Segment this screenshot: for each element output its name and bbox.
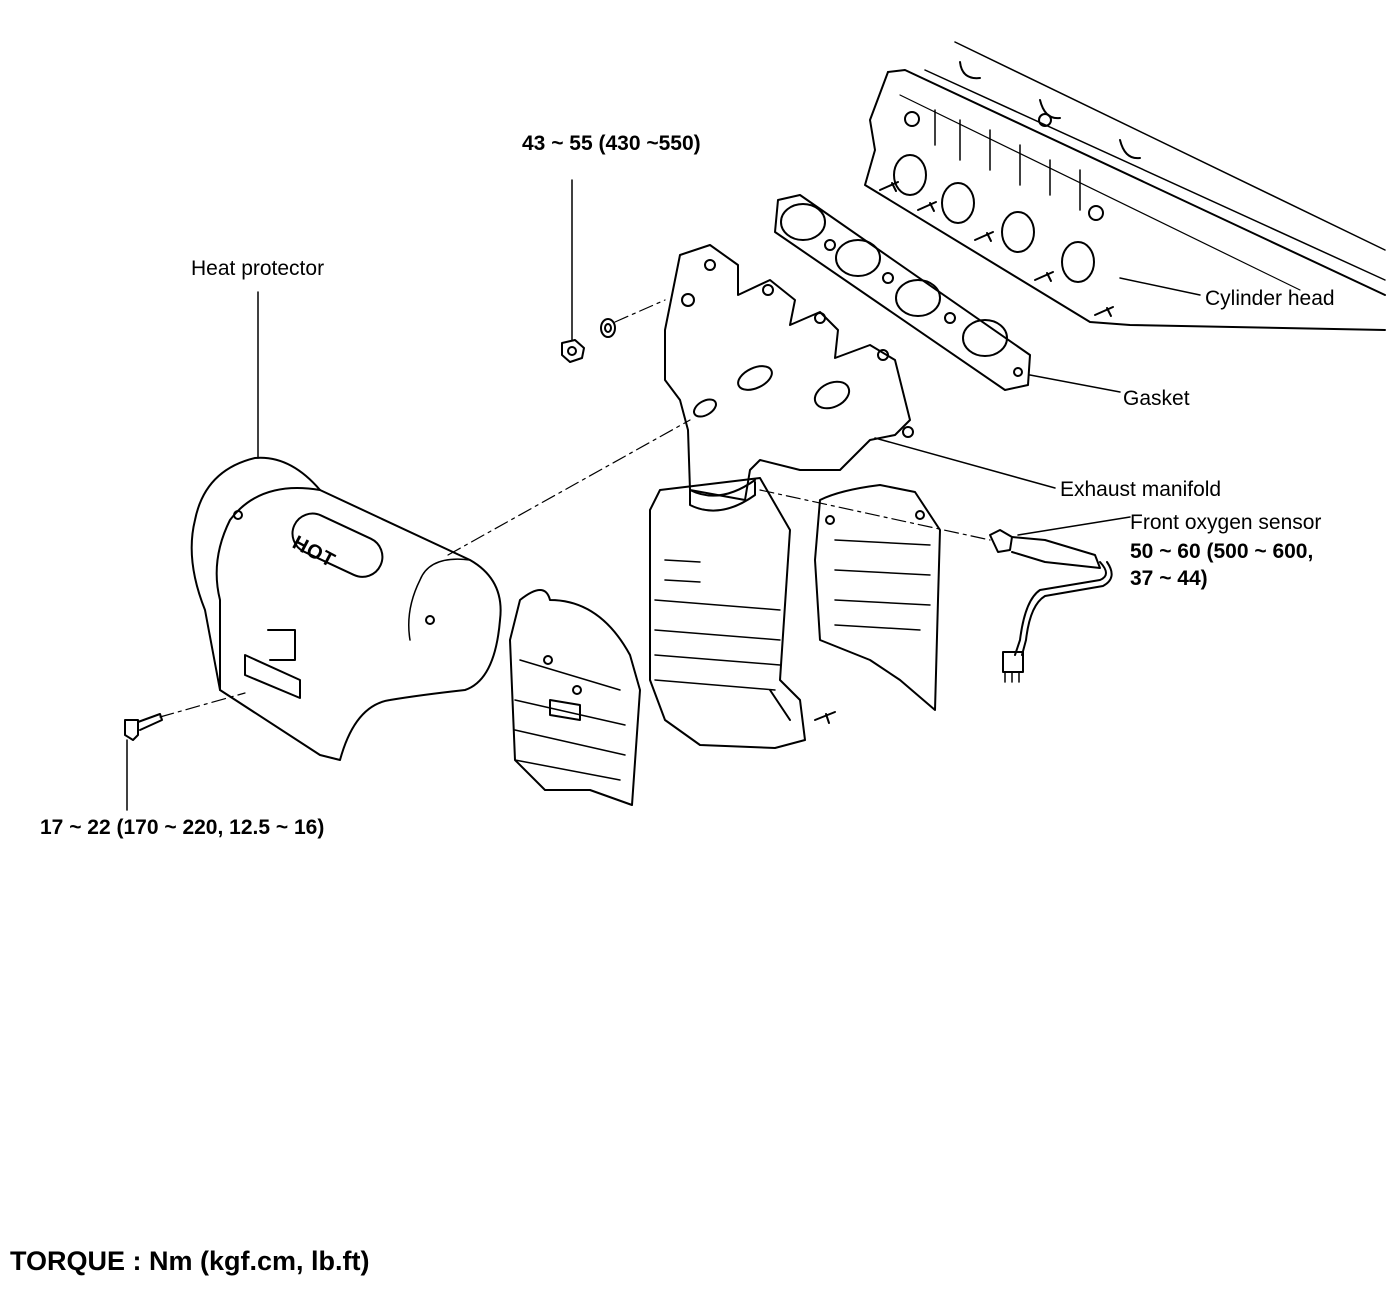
exhaust-manifold [664, 244, 914, 501]
catalytic-converter [649, 477, 836, 749]
heat-protector-bolt [124, 713, 163, 741]
cylinder-head [864, 41, 1386, 331]
front-oxygen-sensor [989, 529, 1113, 683]
heat-protector-label: Heat protector [191, 257, 325, 280]
front-oxygen-sensor-label: Front oxygen sensor [1130, 511, 1322, 534]
heat-protector-bolt-torque-label: 17 ~ 22 (170 ~ 220, 12.5 ~ 16) [40, 816, 325, 839]
manifold-nut-torque-label: 43 ~ 55 (430 ~550) [522, 132, 701, 155]
torque-unit-note: TORQUE : Nm (kgf.cm, lb.ft) [10, 1246, 370, 1276]
leader-lines [126, 179, 1201, 811]
gasket [774, 194, 1031, 391]
oxygen-sensor-torque-line2: 37 ~ 44) [1130, 567, 1208, 590]
oxygen-sensor-torque-line1: 50 ~ 60 (500 ~ 600, [1130, 540, 1314, 563]
heat-protector [190, 456, 502, 761]
gasket-label: Gasket [1123, 387, 1190, 410]
lower-heat-shield-left [509, 589, 641, 806]
exhaust-manifold-label: Exhaust manifold [1060, 478, 1222, 501]
cylinder-head-label: Cylinder head [1205, 287, 1335, 310]
manifold-nut [561, 318, 616, 363]
alignment-lines [159, 299, 991, 718]
upper-heat-shield-right [814, 484, 941, 711]
